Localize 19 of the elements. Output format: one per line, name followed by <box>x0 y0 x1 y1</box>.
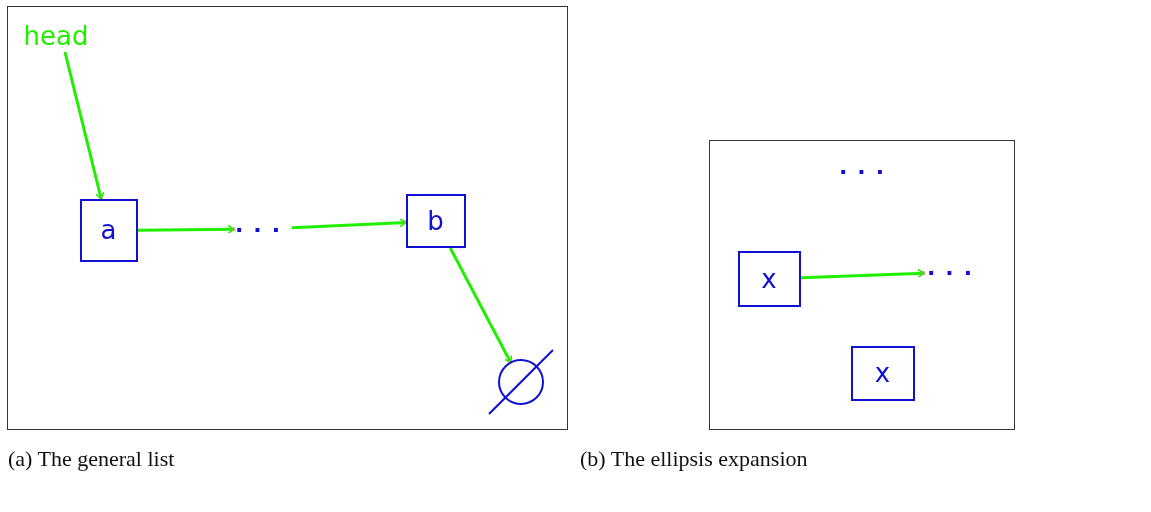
node-text: x <box>874 358 891 388</box>
list-node-box <box>79 198 138 262</box>
list-node-box <box>405 193 466 248</box>
list-node-box <box>737 250 801 307</box>
node-text: ... <box>838 157 895 176</box>
pointer-arrow <box>800 268 926 280</box>
node-text: head <box>23 20 89 51</box>
subfigure-caption: (b) The ellipsis expansion <box>580 445 809 473</box>
node-text: x <box>761 263 777 294</box>
node-text: a <box>100 215 117 245</box>
node-text: ... <box>926 258 983 277</box>
figure-panel <box>709 140 1015 430</box>
pointer-arrow <box>448 247 514 365</box>
figure-panel <box>7 6 568 430</box>
list-node-box <box>850 345 915 401</box>
node-text: ... <box>234 215 291 234</box>
node-text: b <box>427 205 444 236</box>
subfigure-caption: (a) The general list <box>8 445 176 473</box>
pointer-arrow <box>138 224 236 235</box>
